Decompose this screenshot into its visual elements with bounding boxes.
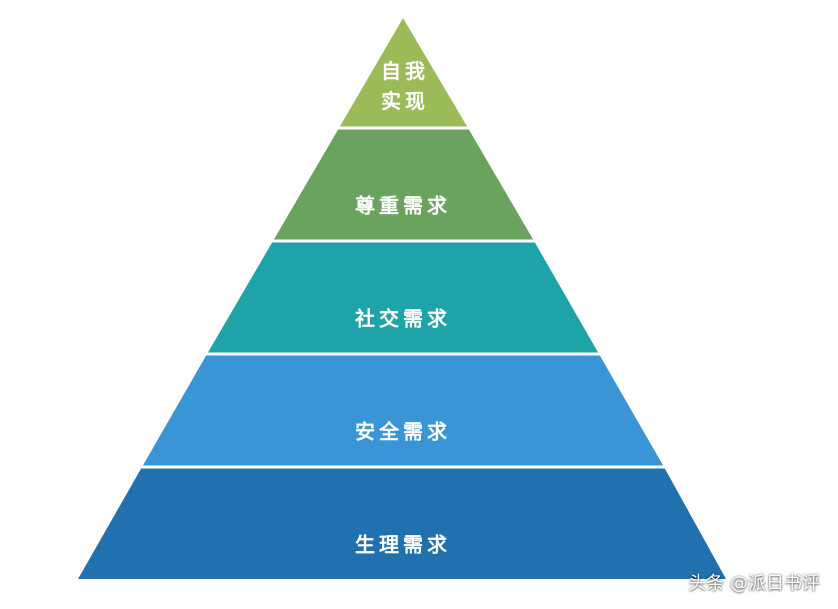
layer-1-label-line-2: 实现	[381, 89, 429, 113]
layer-separators	[139, 126, 667, 469]
layer-3-label: 社交需求	[355, 306, 451, 331]
layer-5-label: 生理需求	[355, 532, 451, 557]
watermark-text: 头条 @派日书评	[688, 573, 820, 594]
layer-2-shape	[273, 128, 534, 241]
layer-1-label: 自我 实现	[381, 56, 429, 116]
layer-2-label: 尊重需求	[355, 193, 451, 218]
layer-3-shape	[207, 241, 599, 354]
layer-1-label-line-1: 自我	[381, 59, 429, 83]
layer-5-shape	[78, 467, 726, 579]
layer-4-shape	[142, 354, 664, 467]
layer-4-label: 安全需求	[355, 419, 451, 444]
layer-1-shape	[339, 18, 468, 128]
